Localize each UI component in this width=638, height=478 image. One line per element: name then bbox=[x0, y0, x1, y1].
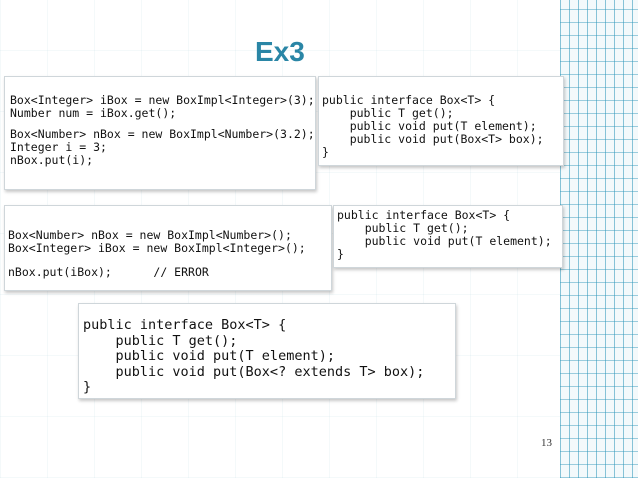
code-statement: nBox.put(iBox); bbox=[8, 265, 112, 279]
decorative-grid-pattern bbox=[560, 0, 638, 478]
slide-title: Ex3 bbox=[255, 36, 305, 67]
code-block-usage-2: Box<Number> nBox = new BoxImpl<Number>()… bbox=[4, 205, 332, 291]
code-line: nBox.put(i); bbox=[10, 153, 94, 167]
code-line: } bbox=[83, 379, 92, 395]
code-line: public T get(); bbox=[337, 221, 469, 235]
code-line: Box<Number> nBox = new BoxImpl<Number>()… bbox=[8, 228, 292, 242]
code-line: public T get(); bbox=[322, 106, 454, 120]
code-line: public interface Box<T> { bbox=[83, 317, 287, 333]
code-line: public void put(T element); bbox=[337, 234, 552, 248]
code-line: Box<Integer> iBox = new BoxImpl<Integer>… bbox=[8, 241, 306, 255]
error-comment: // ERROR bbox=[153, 265, 209, 279]
code-line: public interface Box<T> { bbox=[337, 208, 511, 222]
code-line: public interface Box<T> { bbox=[322, 93, 496, 107]
code-block-interface-revised: public interface Box<T> { public T get()… bbox=[78, 303, 456, 399]
code-line: Box<Number> nBox = new BoxImpl<Number>(3… bbox=[10, 127, 315, 141]
code-line: Box<Integer> iBox = new BoxImpl<Integer>… bbox=[10, 93, 315, 107]
code-line: public void put(Box<T> box); bbox=[322, 132, 544, 146]
code-line: public T get(); bbox=[83, 332, 238, 349]
code-line: public void put(T element); bbox=[83, 348, 335, 364]
code-line: Number num = iBox.get(); bbox=[10, 106, 177, 120]
code-line: public void put(T element); bbox=[322, 119, 537, 133]
code-line: public void put(Box<? extends T> box); bbox=[83, 363, 425, 380]
code-block-interface-2: public interface Box<T> { public T get()… bbox=[333, 205, 563, 268]
page-number: 13 bbox=[541, 437, 552, 449]
code-block-usage-1: Box<Integer> iBox = new BoxImpl<Integer>… bbox=[4, 76, 316, 190]
code-line: } bbox=[337, 247, 344, 261]
code-line: Integer i = 3; bbox=[10, 140, 107, 154]
code-line: } bbox=[322, 145, 329, 159]
code-line-error: nBox.put(iBox); // ERROR bbox=[8, 266, 331, 279]
code-block-interface-1: public interface Box<T> { public T get()… bbox=[318, 76, 564, 166]
